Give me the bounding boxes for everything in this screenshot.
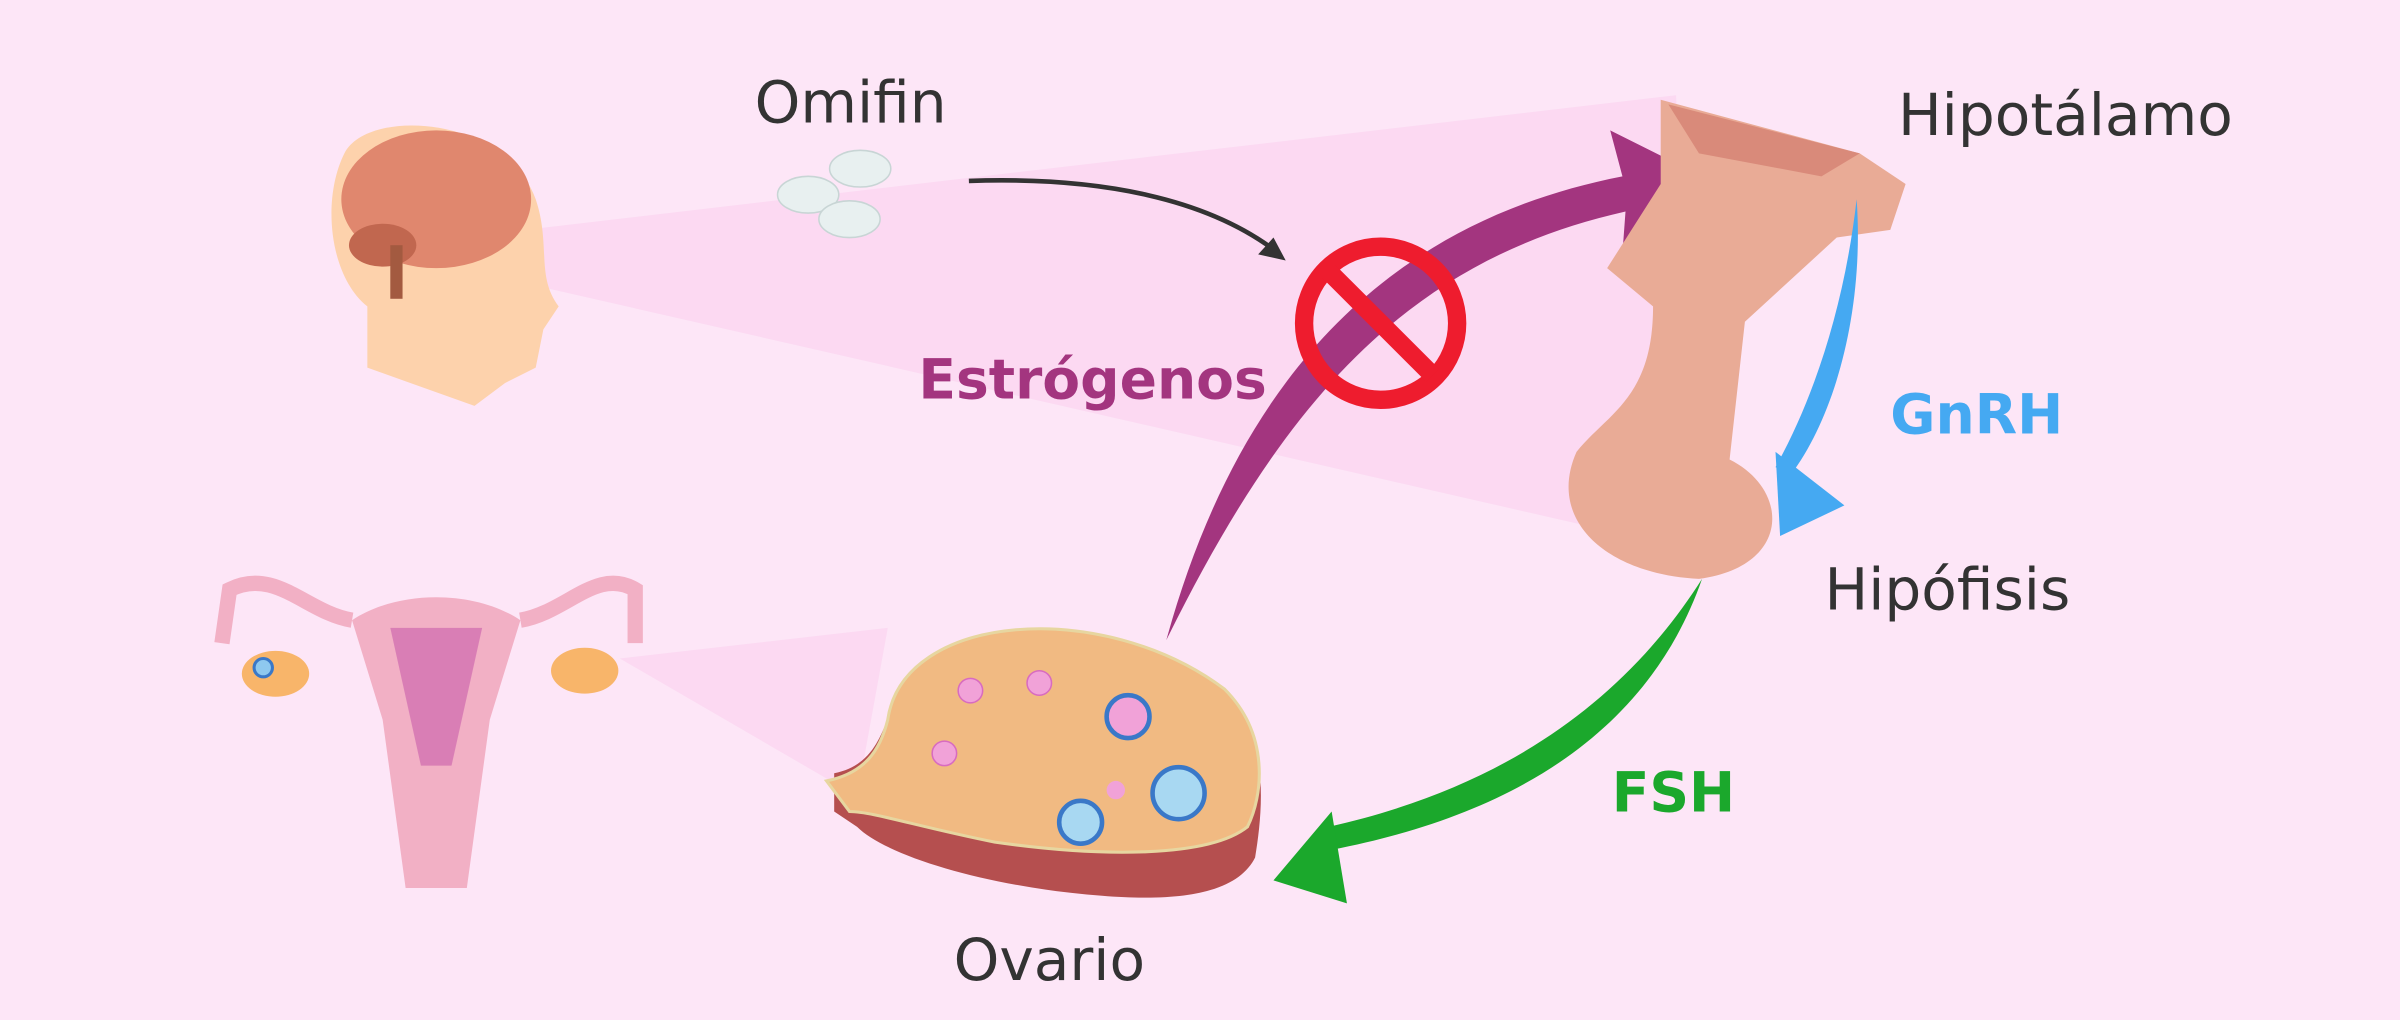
fsh-arrowhead xyxy=(1273,811,1347,904)
uterus-to-ovary-beam xyxy=(619,627,888,797)
head-to-brain-beam xyxy=(459,95,1699,552)
estrogens-label: Estrógenos xyxy=(918,347,1266,411)
fsh-label: FSH xyxy=(1612,761,1735,825)
gnrh-label: GnRH xyxy=(1890,382,2063,446)
drug-label: Omifin xyxy=(755,69,947,137)
gnrh-arrow xyxy=(1775,199,1858,475)
fsh-arrow xyxy=(1328,578,1703,850)
pills-icon xyxy=(776,149,892,239)
drug-action-arrow xyxy=(968,178,1280,255)
hypothalamus-pituitary-illustration xyxy=(1568,99,1906,579)
ovary-label: Ovario xyxy=(954,926,1145,994)
ovary-illustration xyxy=(823,627,1261,898)
block-icon xyxy=(1294,237,1467,409)
drug-action-arrowhead xyxy=(1258,237,1286,261)
estrogen-arrow xyxy=(1166,130,1703,641)
uterus-illustration xyxy=(214,575,643,889)
gnrh-arrowhead xyxy=(1775,451,1845,537)
head-brain-illustration xyxy=(331,125,559,406)
pituitary-label: Hipófisis xyxy=(1824,555,2070,623)
hypothalamus-label: Hipotálamo xyxy=(1898,81,2233,149)
